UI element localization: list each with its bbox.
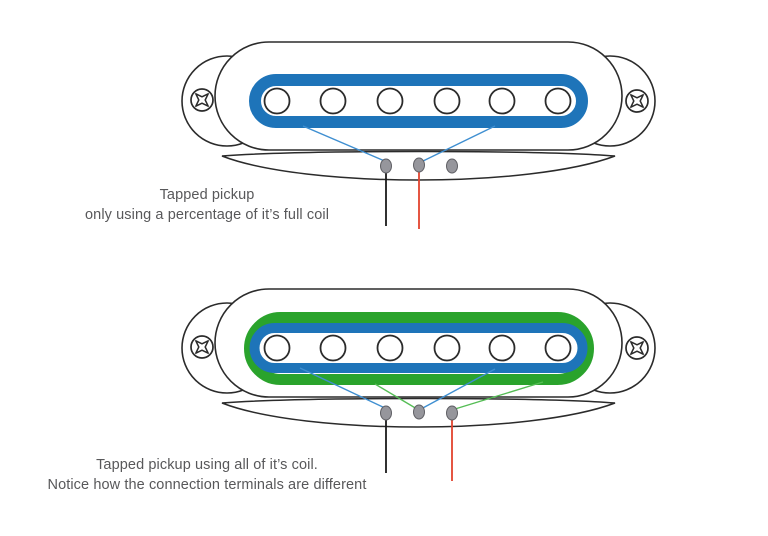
terminal-eyelet: [380, 158, 392, 174]
inner-coil-wire-end: [420, 368, 496, 410]
pole-piece: [488, 334, 516, 362]
pole-piece: [319, 334, 347, 362]
pole-piece: [433, 334, 461, 362]
caption-line-1: Tapped pickup using all of it’s coil.: [96, 457, 318, 473]
pole-piece: [263, 87, 291, 115]
caption-line-1: Tapped pickup: [159, 187, 255, 203]
pole-piece: [376, 87, 404, 115]
pole-piece: [544, 87, 572, 115]
pickup-tapped-partial: [181, 41, 656, 229]
pickup-tapped-full: [181, 288, 656, 481]
coil-ring-blue: [249, 74, 588, 128]
outer-coil-wire-end: [454, 381, 544, 410]
coil-ring-blue: [249, 323, 588, 373]
coil-wire-tap: [420, 125, 496, 163]
terminal-eyelet: [413, 404, 425, 420]
terminal-eyelet: [413, 157, 425, 173]
pole-piece: [376, 334, 404, 362]
caption-line-2: Notice how the connection terminals are …: [47, 477, 367, 493]
mounting-screw-icon: [190, 335, 214, 359]
inner-coil-wire-start: [299, 367, 388, 410]
terminal-eyelet: [446, 405, 458, 421]
outer-coil-wire-start: [374, 383, 418, 410]
mounting-screw-icon: [625, 336, 649, 360]
coil-wire-start: [302, 125, 388, 163]
pole-piece: [263, 334, 291, 362]
pole-piece: [544, 334, 572, 362]
mounting-screw-icon: [625, 89, 649, 113]
pole-piece: [488, 87, 516, 115]
terminal-eyelet: [380, 405, 392, 421]
caption-line-2: only using a percentage of it’s full coi…: [84, 207, 330, 223]
terminal-eyelet: [446, 158, 458, 174]
coil-ring-green: [244, 312, 594, 385]
pole-piece: [319, 87, 347, 115]
mounting-screw-icon: [190, 88, 214, 112]
pole-piece: [433, 87, 461, 115]
caption-tapped-full: Tapped pickup using all of it’s coil. No…: [12, 455, 402, 495]
caption-tapped-partial: Tapped pickup only using a percentage of…: [22, 185, 392, 225]
